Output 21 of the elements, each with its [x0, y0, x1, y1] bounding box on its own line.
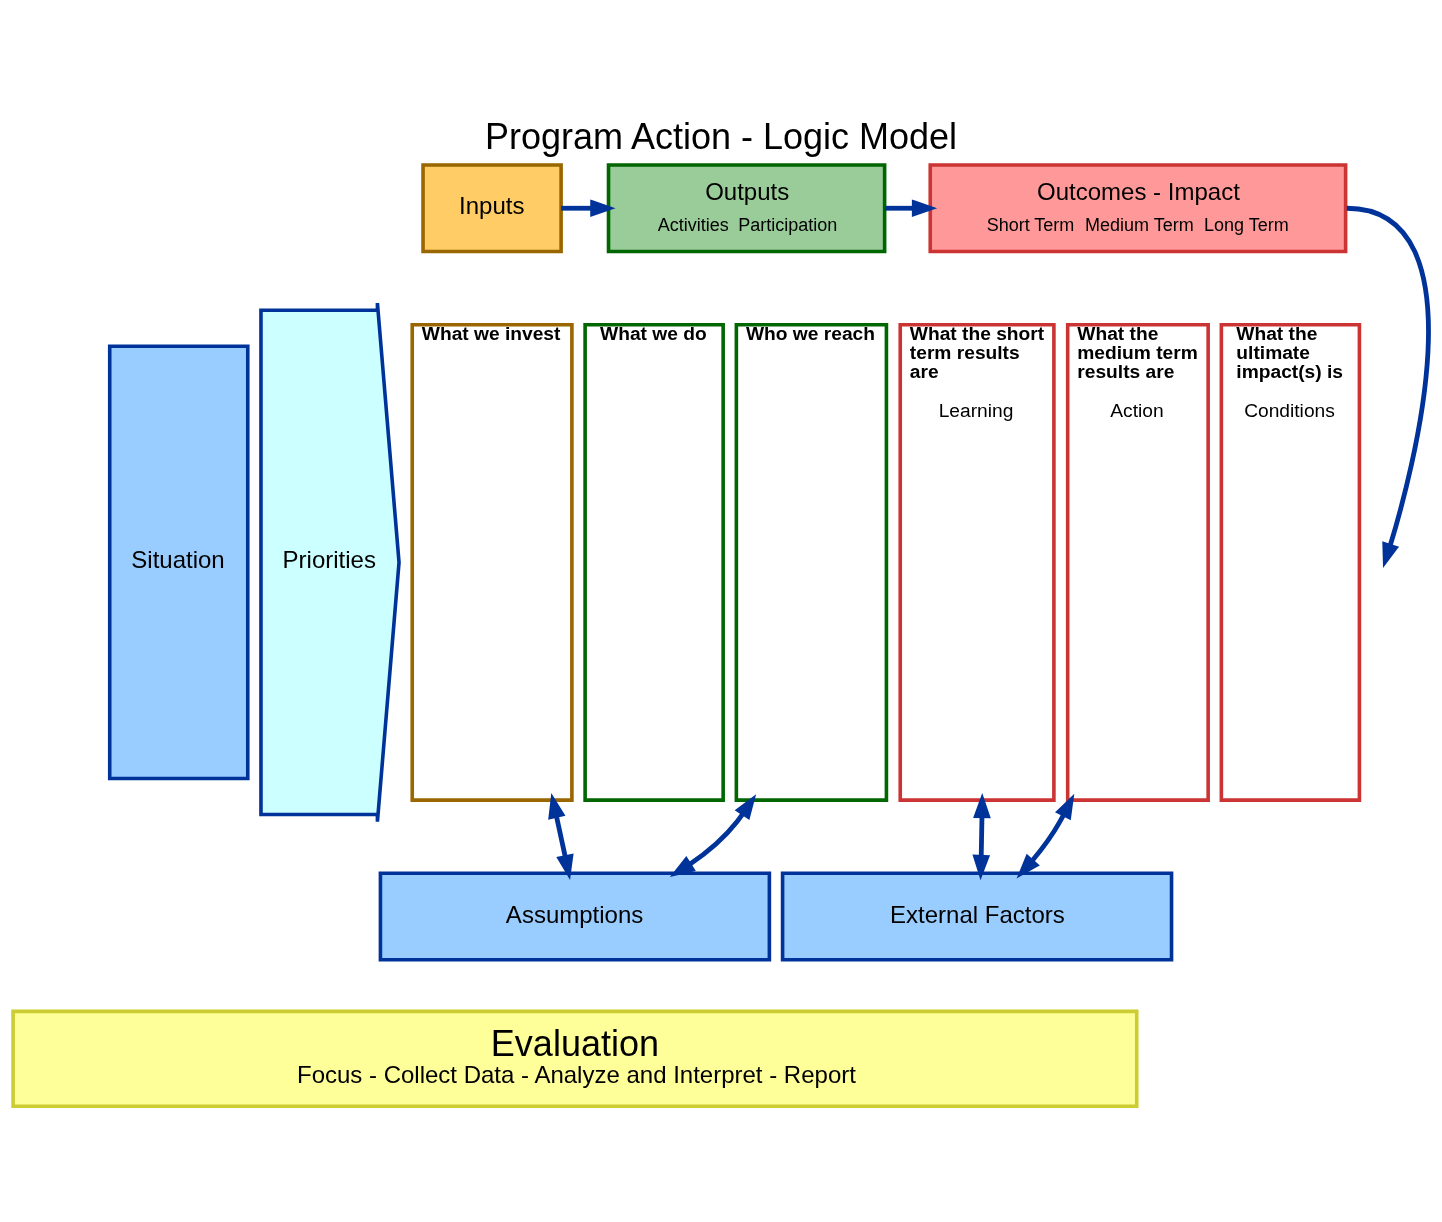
- node-box: Outcomes - Impact Short Term Medium Term Long Term: [928, 163, 1348, 254]
- arrow: [548, 793, 574, 880]
- node-box: What we invest: [410, 322, 574, 802]
- node-box: What we do: [583, 322, 725, 802]
- arrow: [561, 199, 616, 218]
- arrow: [1016, 793, 1075, 879]
- node-box: What the short term results are Learning: [898, 322, 1056, 802]
- node-box: External Factors: [780, 871, 1174, 962]
- arrow: [972, 792, 991, 881]
- node-box: Evaluation Focus - Collect Data - Analyze and Interpret - Report: [11, 1009, 1139, 1108]
- arrow: [1346, 205, 1431, 569]
- node-box: What the ultimate impact(s) is Conditions: [1219, 322, 1362, 802]
- node-box: Who we reach: [734, 322, 889, 802]
- diagram-title: Program Action - Logic Model: [484, 116, 958, 158]
- node-box: Outputs Activities Participation: [606, 163, 887, 254]
- node-box: What the medium term results are Action: [1065, 322, 1210, 802]
- node-box: Inputs: [421, 163, 563, 254]
- node-box: Assumptions: [378, 871, 772, 962]
- node-box: Situation: [107, 344, 250, 781]
- arrow: [884, 199, 938, 218]
- arrow: [669, 794, 757, 878]
